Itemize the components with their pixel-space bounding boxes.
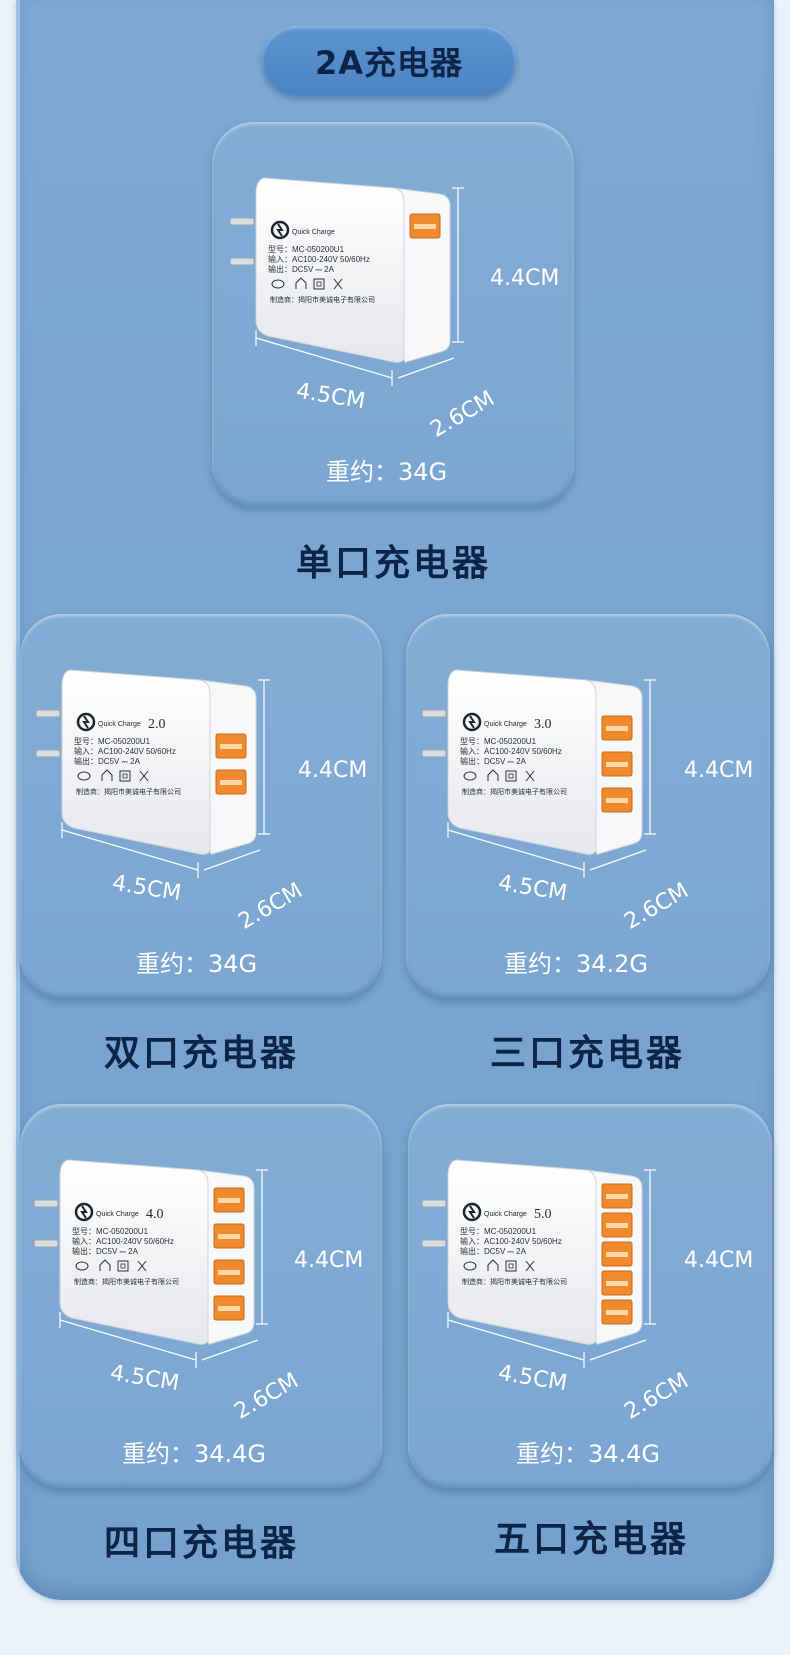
recycle-icon (487, 1259, 499, 1271)
height-label-0: 4.4CM (490, 266, 560, 291)
charger-illustration-2: Quick Charge 3.0 型号：MC-050200U1输入：AC100-24… (421, 669, 656, 878)
charger-illustration-0: Quick Charge 型号：MC-050200U1输入：AC100-240V … (229, 177, 464, 386)
bin-icon (525, 770, 535, 782)
charger-illustration-4: Quick Charge 5.0 型号：MC-050200U1输入：AC100-24… (421, 1159, 656, 1368)
header-title: 2A充电器 (314, 44, 464, 82)
product-label-0: 单口充电器 (296, 543, 492, 584)
product-label-3: 四口充电器 (104, 1523, 300, 1564)
bin-icon (137, 1260, 147, 1272)
height-label-3: 4.4CM (294, 1248, 364, 1273)
width-dimension-line (447, 829, 585, 871)
bin-icon (139, 770, 149, 782)
ccc-mark-icon (463, 771, 477, 781)
depth-dimension-line (203, 849, 261, 871)
weight-label-1: 重约：34G (136, 950, 258, 978)
width-dimension-line (255, 337, 393, 379)
logo-text: Quick Charge (292, 229, 335, 236)
bin-icon (525, 1260, 535, 1272)
spec-line: 型号：MC-050200U1 (268, 245, 345, 254)
quick-charge-logo-icon (76, 712, 96, 732)
spec-line: 输入：AC100-240V 50/60Hz (72, 1236, 174, 1246)
version-text: 3.0 (534, 717, 552, 732)
square-mark-icon (505, 1260, 517, 1272)
width-dimension-line (59, 1319, 197, 1361)
charger-illustration-3: Quick Charge 4.0 型号：MC-050200U1输入：AC100-24… (33, 1159, 268, 1368)
logo-text: Quick Charge (96, 1211, 139, 1218)
maker-text: 制造商：揭阳市美诚电子有限公司 (74, 1277, 179, 1286)
width-dimension-line (61, 829, 199, 871)
depth-dimension-line (589, 1339, 647, 1361)
spec-line: 输入：AC100-240V 50/60Hz (268, 254, 370, 264)
weight-label-0: 重约：34G (326, 458, 448, 486)
quick-charge-logo-icon (74, 1202, 94, 1222)
quick-charge-logo-icon (462, 712, 482, 732)
spec-line: 型号：MC-050200U1 (72, 1227, 149, 1236)
spec-line: 型号：MC-050200U1 (74, 737, 151, 746)
square-mark-icon (313, 278, 325, 290)
panel-rim (16, 0, 20, 1600)
square-mark-icon (505, 770, 517, 782)
header-pill: 2A充电器 (262, 26, 516, 96)
version-text: 4.0 (146, 1207, 164, 1222)
depth-dimension-line (589, 849, 647, 871)
plug-prong-icon (35, 709, 61, 718)
product-label-4: 五口充电器 (494, 1519, 690, 1560)
spec-line: 输入：AC100-240V 50/60Hz (460, 746, 562, 756)
plug-prong-icon (229, 257, 255, 266)
square-mark-icon (117, 1260, 129, 1272)
spec-line: 输入：AC100-240V 50/60Hz (74, 746, 176, 756)
charger-side (199, 679, 257, 855)
plug-prong-icon (35, 749, 61, 758)
charger-illustration-1: Quick Charge 2.0 型号：MC-050200U1输入：AC100-24… (35, 669, 270, 878)
bin-icon (333, 278, 343, 290)
version-text: 5.0 (534, 1207, 552, 1222)
weight-label-4: 重约：34.4G (516, 1440, 661, 1468)
spec-line: 输入：AC100-240V 50/60Hz (460, 1236, 562, 1246)
height-label-1: 4.4CM (298, 758, 368, 783)
recycle-icon (487, 769, 499, 781)
ccc-mark-icon (463, 1261, 477, 1271)
weight-label-3: 重约：34.4G (122, 1440, 267, 1468)
version-text: 2.0 (148, 717, 166, 732)
logo-text: Quick Charge (484, 1211, 527, 1218)
depth-dimension-line (201, 1339, 259, 1361)
maker-text: 制造商：揭阳市美诚电子有限公司 (76, 787, 181, 796)
plug-prong-icon (421, 749, 447, 758)
spec-line: 输出：DC5V ⎓ 2A (460, 756, 527, 766)
height-label-2: 4.4CM (684, 758, 754, 783)
product-label-1: 双口充电器 (104, 1033, 300, 1074)
maker-text: 制造商：揭阳市美诚电子有限公司 (462, 787, 567, 796)
plug-prong-icon (421, 1199, 447, 1208)
maker-text: 制造商：揭阳市美诚电子有限公司 (462, 1277, 567, 1286)
ccc-mark-icon (75, 1261, 89, 1271)
spec-line: 输出：DC5V ⎓ 2A (72, 1246, 139, 1256)
plug-prong-icon (33, 1239, 59, 1248)
ccc-mark-icon (271, 279, 285, 289)
quick-charge-logo-icon (462, 1202, 482, 1222)
logo-text: Quick Charge (98, 721, 141, 728)
maker-text: 制造商：揭阳市美诚电子有限公司 (270, 295, 375, 304)
spec-line: 输出：DC5V ⎓ 2A (268, 264, 335, 274)
logo-text: Quick Charge (484, 721, 527, 728)
spec-line: 输出：DC5V ⎓ 2A (74, 756, 141, 766)
height-label-4: 4.4CM (684, 1248, 754, 1273)
square-mark-icon (119, 770, 131, 782)
product-label-2: 三口充电器 (490, 1033, 686, 1074)
width-dimension-line (447, 1319, 585, 1361)
plug-prong-icon (33, 1199, 59, 1208)
depth-dimension-line (397, 357, 455, 379)
recycle-icon (99, 1259, 111, 1271)
weight-label-2: 重约：34.2G (504, 950, 649, 978)
spec-line: 输出：DC5V ⎓ 2A (460, 1246, 527, 1256)
plug-prong-icon (421, 1239, 447, 1248)
plug-prong-icon (229, 217, 255, 226)
quick-charge-logo-icon (270, 220, 290, 240)
plug-prong-icon (421, 709, 447, 718)
spec-line: 型号：MC-050200U1 (460, 737, 537, 746)
ccc-mark-icon (77, 771, 91, 781)
spec-line: 型号：MC-050200U1 (460, 1227, 537, 1236)
recycle-icon (295, 277, 307, 289)
recycle-icon (101, 769, 113, 781)
